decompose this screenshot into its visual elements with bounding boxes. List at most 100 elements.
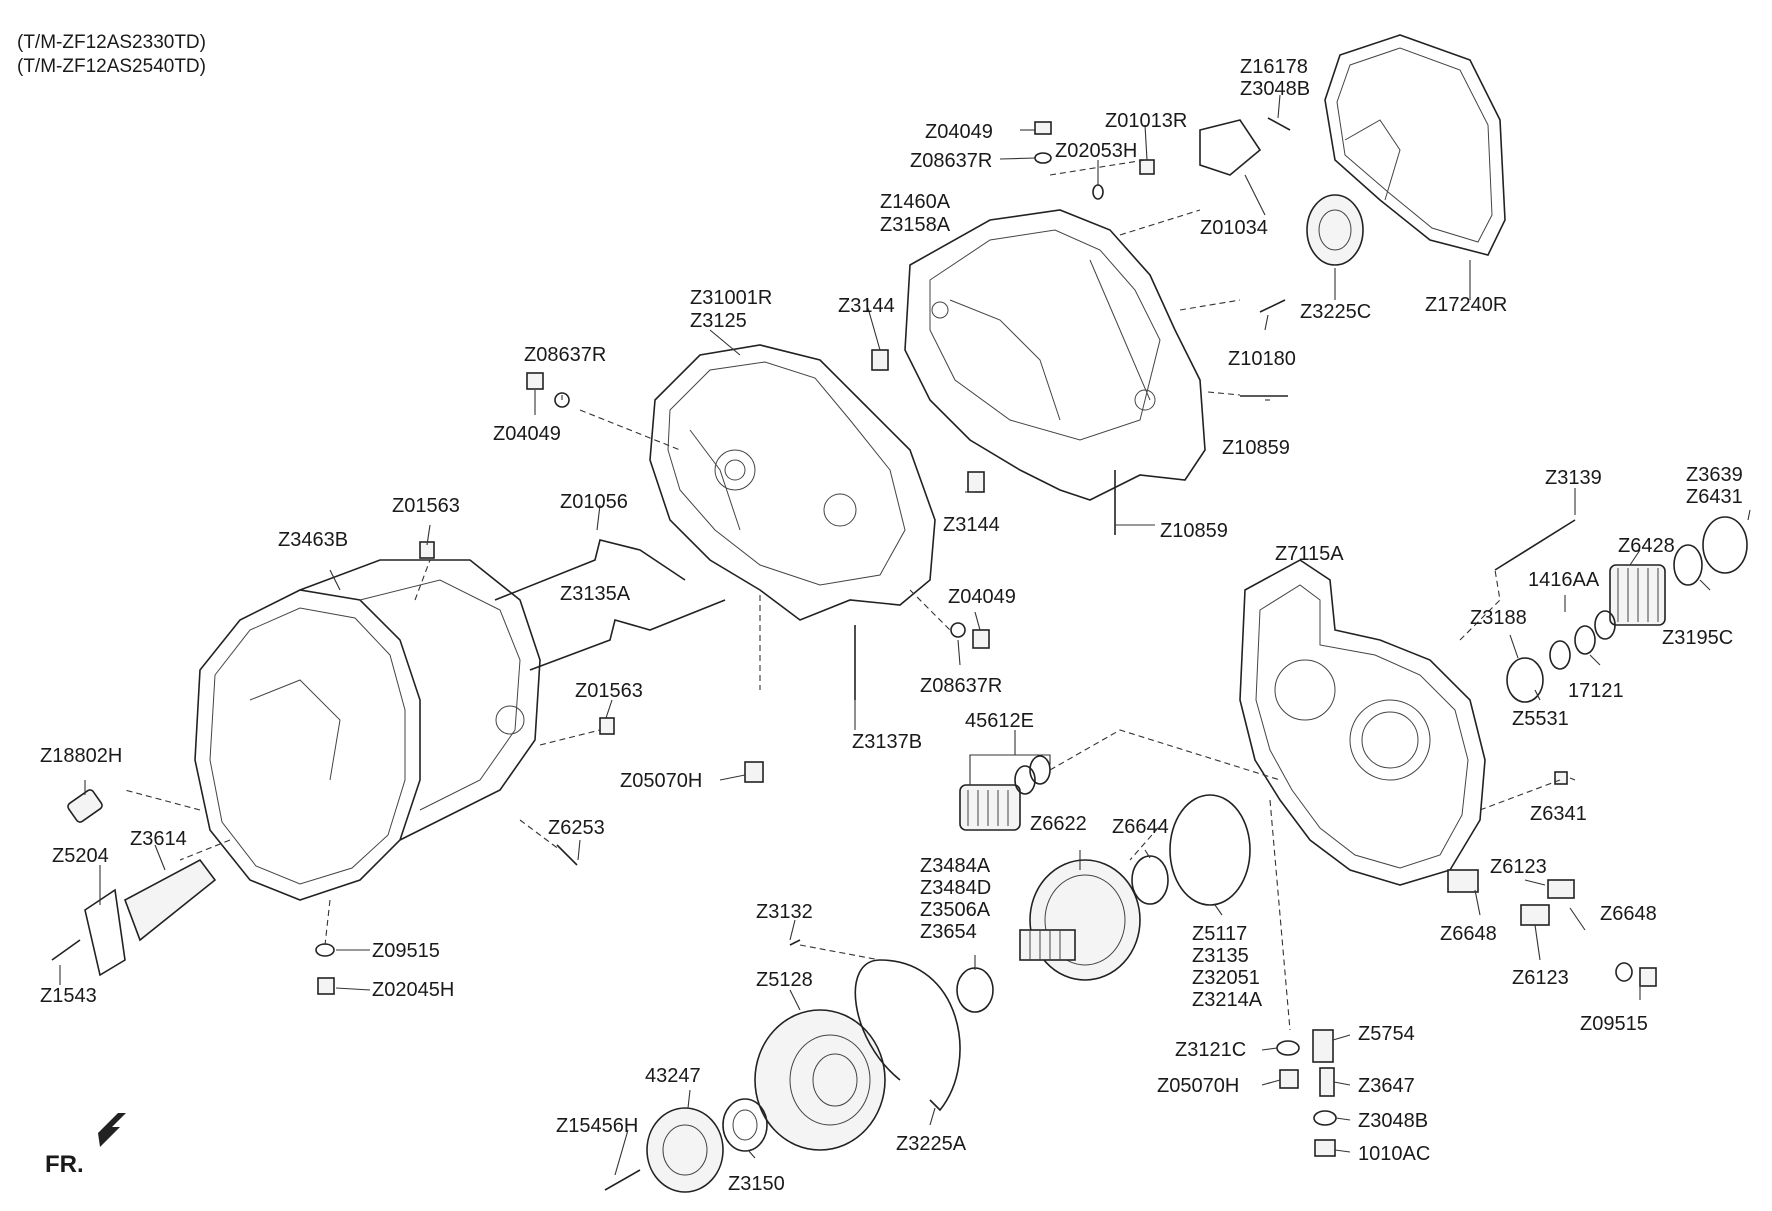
callout-z08637r-left: Z08637R [524,344,606,366]
callout-z3225a: Z3225A [896,1133,967,1155]
callout-z3048b-top: Z3048B [1240,78,1310,100]
pipe-z01056-drawing [494,539,686,601]
callout-z01034: Z01034 [1200,217,1268,239]
callout-z3214a: Z3214A [1192,989,1263,1011]
callout-z3506a: Z3506A [920,899,991,921]
callout-z16178: Z16178 [1240,56,1308,78]
callout-z5204: Z5204 [52,845,109,867]
callout-z3484a: Z3484A [920,855,991,877]
callout-z1460a: Z1460A [880,191,951,213]
callout-z18802h: Z18802H [40,745,122,767]
callout-z1543: Z1543 [40,985,97,1007]
callout-z6648-b: Z6648 [1600,903,1657,925]
rear-housing-drawing [1239,559,1486,886]
callout-z3614: Z3614 [130,828,187,850]
callout-z08637r-mid: Z08637R [920,675,1002,697]
spring-ring-z3225a-drawing [854,959,961,1112]
bearing-z3225c-drawing [1306,194,1364,266]
callout-z15456h: Z15456H [556,1115,638,1137]
cap-z3614-drawing [124,858,217,942]
callout-z3158a: Z3158A [880,214,951,236]
callout-z6622: Z6622 [1030,813,1087,835]
callout-z01563-top: Z01563 [392,495,460,517]
model-line-2: (T/M-ZF12AS2540TD) [17,56,206,77]
callout-z6123-a: Z6123 [1490,856,1547,878]
callout-z5754: Z5754 [1358,1023,1415,1045]
callout-z3132: Z3132 [756,901,813,923]
callout-z31001r: Z31001R [690,287,772,309]
callout-z09515-right: Z09515 [1580,1013,1648,1035]
callout-z32051: Z32051 [1192,967,1260,989]
callout-z10180: Z10180 [1228,348,1296,370]
callout-z7115a: Z7115A [1275,543,1344,565]
bolt-z3139-drawing [1494,519,1576,571]
callout-z04049-mid: Z04049 [948,586,1016,608]
pipe-z3135a-drawing [529,599,726,671]
gear-43247-drawing [646,1098,768,1193]
callout-z3639: Z3639 [1686,464,1743,486]
callout-17121: 17121 [1568,680,1624,702]
callout-z3144-top: Z3144 [838,295,895,317]
callout-z09515-left: Z09515 [372,940,440,962]
front-marker: FR. [45,1151,84,1178]
callout-z5531: Z5531 [1512,708,1569,730]
callout-z3150: Z3150 [728,1173,785,1195]
callout-z01013r: Z01013R [1105,110,1187,132]
callout-z6644: Z6644 [1112,816,1169,838]
callout-z04049-left: Z04049 [493,423,561,445]
callout-z3654: Z3654 [920,921,977,943]
callout-z3647: Z3647 [1358,1075,1415,1097]
callout-labels: Z16178 Z3048B Z04049 Z01013R Z08637R Z02… [40,56,1743,1195]
upper-housing-drawing [904,209,1206,501]
intermediate-housing-drawing [649,344,936,621]
callout-z3144-mid: Z3144 [943,514,1000,536]
callout-z3135a: Z3135A [560,583,631,605]
callout-1416aa: 1416AA [1528,569,1600,591]
callout-43247: 43247 [645,1065,701,1087]
callout-z05070h-mid: Z05070H [620,770,702,792]
callout-z08637r-top: Z08637R [910,150,992,172]
callout-z5117: Z5117 [1192,923,1247,945]
plug-z18802h-drawing [67,789,103,823]
leader-lines [59,94,1751,1176]
callout-z02053h: Z02053H [1055,140,1137,162]
callout-z6428: Z6428 [1618,535,1675,557]
model-line-1: (T/M-ZF12AS2330TD) [17,32,206,53]
callout-z3188: Z3188 [1470,607,1527,629]
callout-z6341: Z6341 [1530,803,1587,825]
callout-z01563-mid: Z01563 [575,680,643,702]
callout-z3463b: Z3463B [278,529,348,551]
callout-z01056: Z01056 [560,491,628,513]
callout-z3484d: Z3484D [920,877,991,899]
front-arrow-icon [98,1113,126,1147]
callout-z3048b-bottom: Z3048B [1358,1110,1428,1132]
callout-z6123-b: Z6123 [1512,967,1569,989]
bell-housing-drawing [194,559,541,901]
plate-z5204-drawing [84,888,126,977]
callout-45612e: 45612E [965,710,1034,732]
callout-z3135: Z3135 [1192,945,1249,967]
filter-z6428-drawing [1506,516,1748,703]
callout-z3225c: Z3225C [1300,301,1371,323]
callout-z3125: Z3125 [690,310,747,332]
callout-z17240r: Z17240R [1425,294,1507,316]
callout-z6253: Z6253 [548,817,605,839]
callout-z3121c: Z3121C [1175,1039,1246,1061]
callout-z3139: Z3139 [1545,467,1602,489]
callout-z5128: Z5128 [756,969,813,991]
disc-z5128-drawing [754,1009,886,1151]
ring-z3654-drawing [956,967,994,1013]
callout-z10859-b: Z10859 [1160,520,1228,542]
ring-z6644-drawing [1131,855,1169,905]
cover-plate-z01034-drawing [1199,119,1262,176]
callout-z6648-a: Z6648 [1440,923,1497,945]
callout-z04049-top: Z04049 [925,121,993,143]
rear-cover-gasket-drawing [1324,34,1506,256]
snap-ring-z5117-drawing [1169,794,1251,906]
callout-z02045h: Z02045H [372,979,454,1001]
callout-z6431: Z6431 [1686,486,1743,508]
callout-z10859-a: Z10859 [1222,437,1290,459]
callout-z05070h-right: Z05070H [1157,1075,1239,1097]
callout-z3137b: Z3137B [852,731,922,753]
